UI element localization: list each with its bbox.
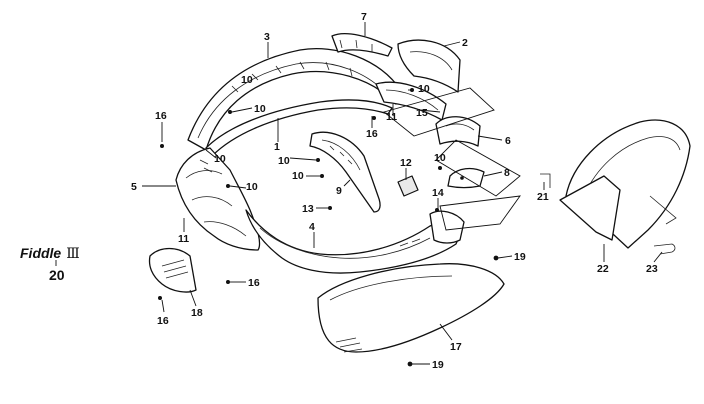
callout-1: 1 (274, 141, 280, 153)
callout-21: 21 (537, 191, 549, 203)
model-label: Fiddle Ⅲ 20 (20, 245, 80, 283)
part-21-clip[interactable] (540, 173, 551, 188)
callout-10: 10 (254, 103, 266, 115)
callout-16: 16 (157, 315, 169, 327)
model-name: Fiddle (20, 245, 61, 261)
callout-15: 15 (416, 107, 428, 119)
callout-10: 10 (292, 170, 304, 182)
callout-10: 10 (434, 152, 446, 164)
callout-12: 12 (400, 157, 412, 169)
callout-22: 22 (597, 263, 609, 275)
callout-2: 2 (462, 37, 468, 49)
model-number: 20 (49, 267, 65, 283)
callout-13: 13 (302, 203, 314, 215)
callout-7: 7 (361, 11, 367, 23)
callout-9: 9 (336, 185, 342, 197)
model-suffix: Ⅲ (66, 246, 80, 262)
part-22-rear-fender[interactable] (559, 119, 691, 249)
callout-18: 18 (191, 307, 203, 319)
callout-23: 23 (646, 263, 658, 275)
fastener-dots (158, 88, 499, 367)
callout-8: 8 (504, 167, 510, 179)
callout-16: 16 (155, 110, 167, 122)
callout-16: 16 (248, 277, 260, 289)
part-17-lower-cover[interactable] (317, 263, 505, 353)
callout-3: 3 (264, 31, 270, 43)
part-2-right-panel[interactable] (397, 39, 461, 93)
callout-labels: 3 7 2 10 10 10 10 10 10 10 10 16 16 16 1… (131, 11, 658, 371)
part-4-lower-body-panel[interactable] (245, 209, 459, 274)
callout-17: 17 (450, 341, 462, 353)
callout-11: 11 (178, 233, 189, 245)
callout-6: 6 (505, 135, 511, 147)
callout-19: 19 (514, 251, 526, 263)
part-9-center-panel[interactable] (309, 131, 381, 213)
leader-lines (55, 22, 663, 365)
part-18-vent-cover[interactable] (148, 247, 197, 293)
callout-16: 16 (366, 128, 378, 140)
callout-10: 10 (241, 74, 253, 86)
part-1-inner-strip[interactable] (205, 99, 393, 157)
part-14-clip-piece[interactable] (429, 210, 465, 244)
part-7-top-bracket[interactable] (331, 33, 393, 57)
callout-19: 19 (432, 359, 444, 371)
callout-10: 10 (246, 181, 258, 193)
callout-10: 10 (214, 153, 226, 165)
callout-10: 10 (278, 155, 290, 167)
callout-14: 14 (432, 187, 444, 199)
part-23-pin[interactable] (653, 243, 676, 255)
part-12-small-plate[interactable] (397, 175, 419, 197)
callout-5: 5 (131, 181, 137, 193)
callout-4: 4 (309, 221, 315, 233)
callout-10: 10 (418, 83, 430, 95)
callout-11: 11 (386, 111, 397, 123)
